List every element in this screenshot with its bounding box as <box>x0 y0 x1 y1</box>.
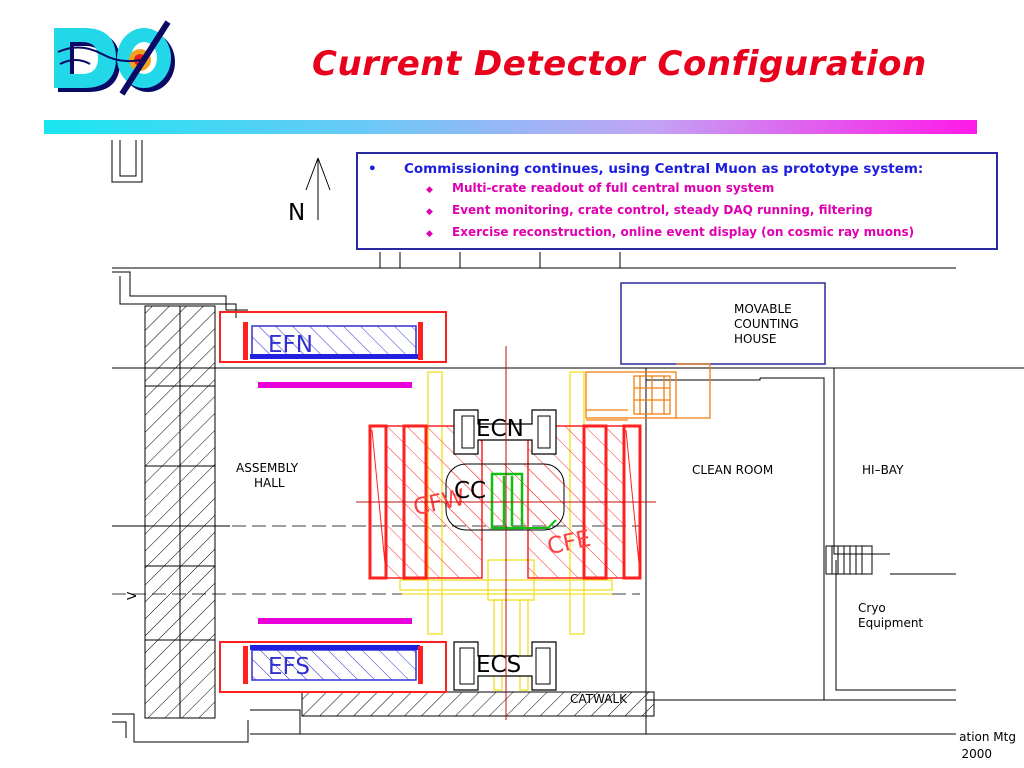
beam-axes <box>356 346 656 720</box>
bullet-dot-icon: • <box>368 161 377 177</box>
bullet-sub: ◆ Exercise reconstruction, online event d… <box>368 222 986 244</box>
diamond-icon: ◆ <box>426 207 433 217</box>
efs-label: EFS <box>268 654 310 680</box>
ecn-calorimeter: ECN <box>453 409 557 455</box>
ecs-label: ECS <box>476 652 521 678</box>
cryo-label: Cryo <box>858 601 886 615</box>
slide-title: Current Detector Configuration <box>312 44 927 84</box>
footer-year: 2000 <box>961 747 992 761</box>
bullet-main: • Commissioning continues, using Central … <box>368 160 986 178</box>
catwalk-label: CATWALK <box>570 692 628 706</box>
efn-detector: EFN <box>219 311 447 363</box>
bullet-sub: ◆ Event monitoring, crate control, steady… <box>368 200 986 222</box>
efn-label: EFN <box>268 332 313 358</box>
counting-label: COUNTING <box>734 317 799 331</box>
clean-room <box>645 368 890 734</box>
bullet-sub-text: Multi-crate readout of full central muon… <box>452 181 775 195</box>
hi-bay-label: HI–BAY <box>862 463 904 477</box>
assembly-label: ASSEMBLY <box>236 461 299 475</box>
movable-label: MOVABLE <box>734 302 792 316</box>
footer-meeting: ation Mtg <box>959 730 1016 744</box>
cc-label: CC <box>454 478 486 504</box>
north-arrow: N <box>288 157 331 226</box>
efs-detector: EFS <box>219 641 447 693</box>
bullet-sub-text: Exercise reconstruction, online event di… <box>452 225 915 239</box>
catwalk <box>301 691 655 717</box>
shield-wall <box>144 305 216 719</box>
hall-label: HALL <box>254 476 285 490</box>
diamond-icon: ◆ <box>426 229 433 239</box>
ecs-calorimeter: ECS <box>453 641 557 691</box>
counting-house-box <box>620 282 826 365</box>
v-mark: V <box>125 591 139 600</box>
stairs <box>825 545 956 575</box>
diamond-icon: ◆ <box>426 185 433 195</box>
ecn-label: ECN <box>476 416 524 442</box>
d0-logo-graphic <box>54 20 175 96</box>
bullet-box: • Commissioning continues, using Central … <box>356 152 998 250</box>
clean-room-label: CLEAN ROOM <box>692 463 773 477</box>
magenta-bar-south <box>258 618 412 624</box>
cc-calorimeter: CC <box>454 472 557 530</box>
magenta-bar-north <box>258 382 412 388</box>
bullet-sub-text: Event monitoring, crate control, steady … <box>452 203 873 217</box>
cable-rack <box>585 363 711 421</box>
bullet-sub: ◆ Multi-crate readout of full central muo… <box>368 178 986 200</box>
title-divider <box>44 120 977 134</box>
d0-logo <box>54 20 175 96</box>
equipment-label: Equipment <box>858 616 923 630</box>
north-label: N <box>288 200 305 226</box>
bullet-main-text: Commissioning continues, using Central M… <box>404 161 924 177</box>
house-label: HOUSE <box>734 332 776 346</box>
